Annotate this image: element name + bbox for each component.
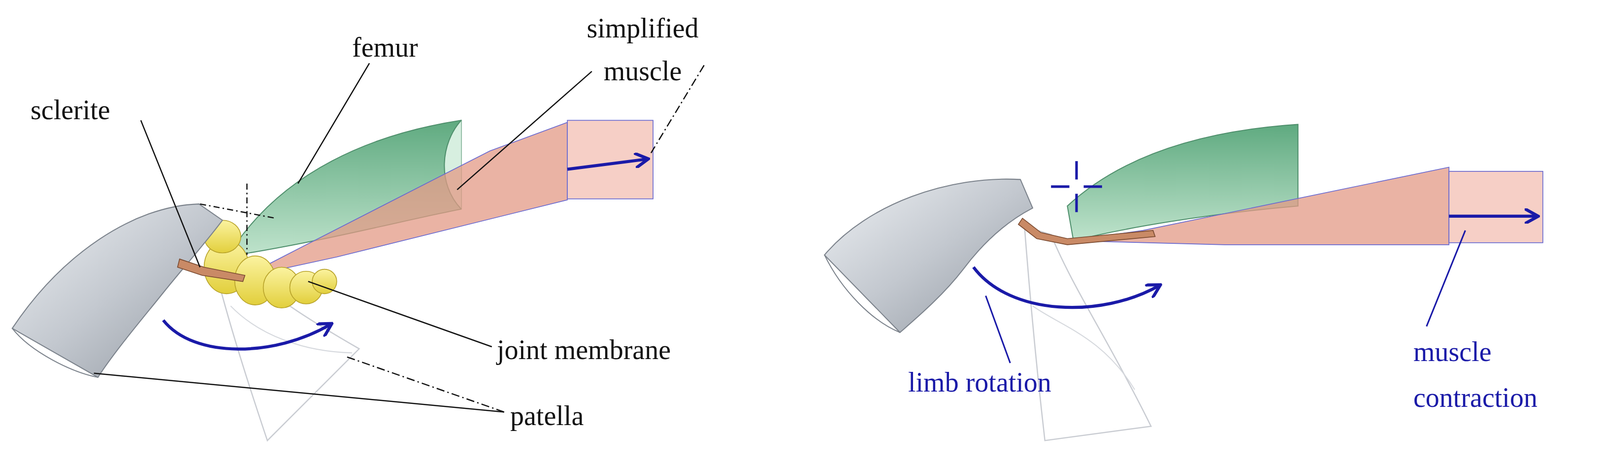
leader-line bbox=[94, 373, 505, 413]
axis-line bbox=[1075, 161, 1078, 180]
axis-line bbox=[1050, 185, 1070, 188]
leader-lines bbox=[985, 230, 1466, 363]
part-label: simplified muscle bbox=[558, 6, 727, 93]
leader-line bbox=[1426, 230, 1466, 327]
contraction-arrow bbox=[1448, 214, 1537, 218]
part-label: patella bbox=[510, 399, 584, 433]
leader-lines bbox=[94, 63, 705, 412]
patella-opening bbox=[12, 328, 98, 378]
patella-tube bbox=[12, 203, 223, 378]
motion-label: muscle contraction bbox=[1413, 328, 1596, 421]
ghost-patella-line bbox=[230, 305, 353, 353]
leader-line bbox=[140, 120, 200, 267]
muscle-contracted-part bbox=[1448, 171, 1543, 243]
muscle-body bbox=[242, 122, 568, 278]
patella-tube bbox=[824, 179, 1033, 333]
part-label: sclerite bbox=[30, 93, 111, 127]
patella-opening bbox=[824, 255, 900, 333]
leader-line bbox=[347, 357, 505, 413]
leader-line bbox=[985, 295, 1011, 363]
contraction-arrow bbox=[567, 159, 648, 170]
axis-line bbox=[1083, 185, 1103, 188]
part-label: joint membrane bbox=[496, 333, 671, 367]
rotation-axis bbox=[199, 183, 276, 256]
axis-line bbox=[246, 183, 248, 256]
sclerite-bar bbox=[177, 259, 246, 282]
leader-line bbox=[457, 71, 592, 190]
part-label: femur bbox=[352, 31, 419, 65]
leader-line bbox=[308, 281, 492, 347]
axis-line bbox=[1075, 193, 1078, 212]
axis-line bbox=[199, 203, 276, 219]
motion-label: limb rotation bbox=[908, 365, 1052, 399]
muscle-contracted-part bbox=[567, 120, 654, 199]
sclerite-bar bbox=[1018, 218, 1156, 245]
leader-line bbox=[297, 63, 370, 184]
rotation-arrow bbox=[163, 320, 331, 350]
rotation-arrow bbox=[973, 266, 1160, 308]
rotation-axis bbox=[1050, 161, 1103, 213]
ghost-patella bbox=[1024, 226, 1151, 441]
joint-membrane-folds bbox=[203, 220, 337, 308]
